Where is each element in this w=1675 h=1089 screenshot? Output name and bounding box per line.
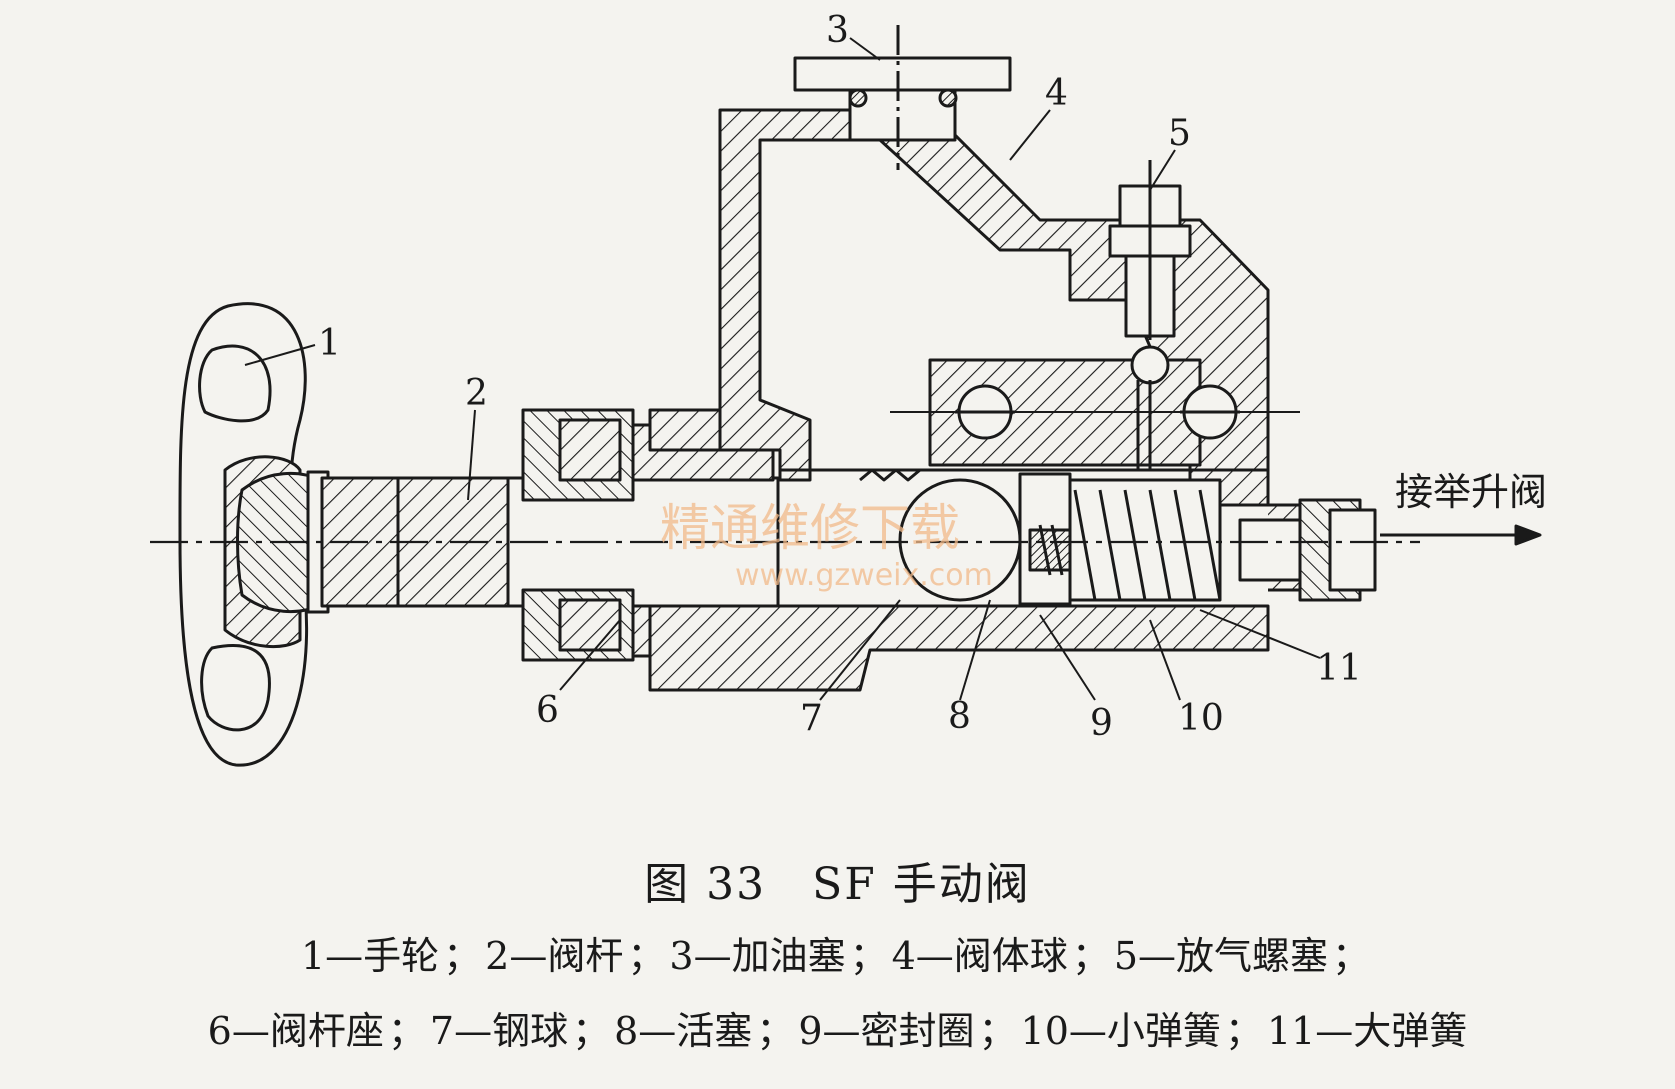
label-10: 10 — [1178, 698, 1224, 739]
legend-item-number: 11 — [1266, 1009, 1316, 1053]
outlet-label: 接举升阀 — [1395, 470, 1547, 514]
label-6: 6 — [536, 690, 559, 731]
legend-item-name: 放气螺塞 — [1176, 934, 1329, 978]
legend-item-name: 小弹簧 — [1106, 1009, 1221, 1053]
legend-dash: — — [1068, 1009, 1107, 1053]
legend-dash: — — [822, 1009, 861, 1053]
legend-line-1: 1—手轮；2—阀杆；3—加油塞；4—阀体球；5—放气螺塞； — [0, 925, 1675, 980]
legend-item-number: 2 — [485, 934, 510, 978]
legend-item-number: 1 — [300, 934, 326, 978]
legend-dash: — — [693, 934, 732, 978]
legend-separator: ； — [627, 934, 666, 978]
legend-item-number: 10 — [1020, 1009, 1069, 1053]
label-5: 5 — [1168, 113, 1191, 154]
figure-title: 图 33 SF 手动阀 — [644, 859, 1031, 910]
legend-item-11: 11—大弹簧 — [1267, 1009, 1467, 1053]
legend-item-number: 3 — [669, 934, 694, 978]
legend-separator: ； — [1071, 934, 1110, 978]
label-11: 11 — [1316, 648, 1362, 689]
label-4: 4 — [1045, 73, 1068, 114]
legend-line-2: 6—阀杆座；7—钢球；8—活塞；9—密封圈；10—小弹簧；11—大弹簧 — [0, 1000, 1675, 1055]
watermark-cn: 精通维修下载 — [660, 499, 960, 557]
label-9: 9 — [1090, 703, 1113, 744]
legend-separator: ； — [1224, 1009, 1263, 1053]
legend-item-9: 9—密封圈 — [798, 1009, 974, 1053]
label-1: 1 — [318, 323, 341, 364]
legend-item-2: 2—阀杆 — [485, 934, 623, 978]
bleed-screw — [1108, 160, 1192, 470]
legend-item-name: 钢球 — [492, 1009, 569, 1053]
legend-item-3: 3—加油塞 — [669, 934, 845, 978]
legend-dash: — — [1315, 1009, 1354, 1053]
legend-item-5: 5—放气螺塞 — [1114, 934, 1328, 978]
legend-separator: ； — [572, 1009, 611, 1053]
springs — [1038, 478, 1222, 602]
legend-item-name: 密封圈 — [860, 1009, 975, 1053]
legend-dash: — — [231, 1009, 270, 1053]
legend-dash: — — [454, 1009, 493, 1053]
legend-item-name: 阀体球 — [953, 934, 1068, 978]
legend-item-name: 阀杆座 — [269, 1009, 384, 1053]
legend-dash: — — [638, 1009, 677, 1053]
legend-item-8: 8—活塞 — [614, 1009, 752, 1053]
legend-item-10: 10—小弹簧 — [1021, 1009, 1221, 1053]
legend-item-name: 大弹簧 — [1353, 1009, 1468, 1053]
handwheel — [178, 302, 400, 767]
legend-dash: — — [1138, 934, 1177, 978]
legend-item-name: 活塞 — [676, 1009, 753, 1053]
legend-item-number: 6 — [207, 1009, 232, 1053]
piston — [1018, 472, 1072, 606]
legend-separator: ； — [978, 1009, 1017, 1053]
legend-separator: ； — [443, 934, 482, 978]
filler-plug — [793, 25, 1012, 170]
outlet-fitting — [1238, 498, 1377, 602]
legend-item-number: 7 — [429, 1009, 455, 1053]
valve-drawing: 1 2 3 4 5 6 7 8 9 10 11 接举升阀 精通维修下载 www.… — [150, 10, 1547, 767]
legend-item-7: 7—钢球 — [430, 1009, 568, 1053]
legend-item-number: 4 — [891, 934, 916, 978]
legend-item-name: 手轮 — [363, 934, 440, 978]
label-2: 2 — [465, 373, 488, 414]
legend-item-number: 5 — [1113, 934, 1139, 978]
watermark-url: www.gzweix.com — [735, 558, 993, 593]
legend-dash: — — [509, 934, 548, 978]
label-8: 8 — [948, 696, 971, 737]
legend-item-number: 9 — [798, 1009, 823, 1053]
legend-item-number: 8 — [614, 1009, 639, 1053]
legend-dash: — — [915, 934, 954, 978]
legend-separator: ； — [1332, 934, 1371, 978]
legend-dash: — — [325, 934, 364, 978]
label-3: 3 — [826, 10, 849, 51]
legend-item-name: 阀杆 — [547, 934, 624, 978]
legend-item-1: 1—手轮 — [301, 934, 439, 978]
legend-item-6: 6—阀杆座 — [208, 1009, 384, 1053]
label-7: 7 — [800, 698, 823, 739]
legend-item-name: 加油塞 — [731, 934, 846, 978]
legend-item-4: 4—阀体球 — [892, 934, 1068, 978]
legend-separator: ； — [756, 1009, 795, 1053]
legend-separator: ； — [849, 934, 888, 978]
legend-separator: ； — [387, 1009, 426, 1053]
